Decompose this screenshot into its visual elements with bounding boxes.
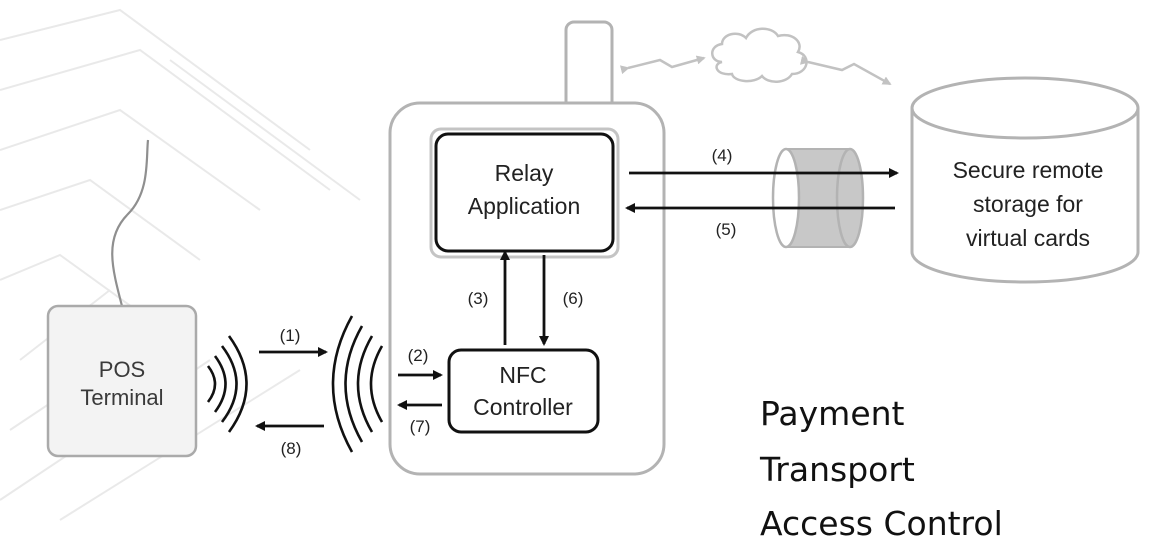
relay-label-line2: Application bbox=[468, 193, 581, 219]
cloud-icon bbox=[711, 27, 808, 83]
relay-application-box bbox=[434, 132, 615, 253]
step-label-6: (6) bbox=[563, 289, 584, 308]
storage-label-line2: storage for bbox=[973, 191, 1083, 217]
cloud-connection bbox=[619, 27, 892, 86]
use-case-payment: Payment bbox=[760, 394, 905, 433]
use-case-access-control: Access Control bbox=[760, 504, 1003, 542]
secure-storage-cylinder bbox=[910, 76, 1140, 284]
step-label-1: (1) bbox=[280, 326, 301, 345]
pos-terminal-box bbox=[46, 304, 198, 458]
pos-rf-waves bbox=[206, 335, 248, 433]
pos-cable bbox=[111, 139, 150, 307]
step-label-8: (8) bbox=[281, 439, 302, 458]
phone-screen bbox=[429, 127, 620, 259]
use-case-transport: Transport bbox=[759, 450, 915, 489]
step-label-4: (4) bbox=[712, 146, 733, 165]
phone-rf-waves bbox=[331, 315, 384, 453]
step-label-5: (5) bbox=[716, 220, 737, 239]
relay-label-line1: Relay bbox=[495, 160, 554, 186]
nfc-label-line2: Controller bbox=[473, 394, 573, 420]
secure-tunnel bbox=[771, 147, 865, 249]
pos-label-line1: POS bbox=[99, 357, 145, 382]
step-label-7: (7) bbox=[410, 417, 431, 436]
nfc-label-line1: NFC bbox=[499, 362, 546, 388]
storage-label-line3: virtual cards bbox=[966, 225, 1090, 251]
step-label-3: (3) bbox=[468, 289, 489, 308]
pos-label-line2: Terminal bbox=[80, 385, 163, 410]
nfc-controller-box bbox=[447, 348, 600, 434]
storage-label-line1: Secure remote bbox=[953, 157, 1104, 183]
step-label-2: (2) bbox=[408, 346, 429, 365]
